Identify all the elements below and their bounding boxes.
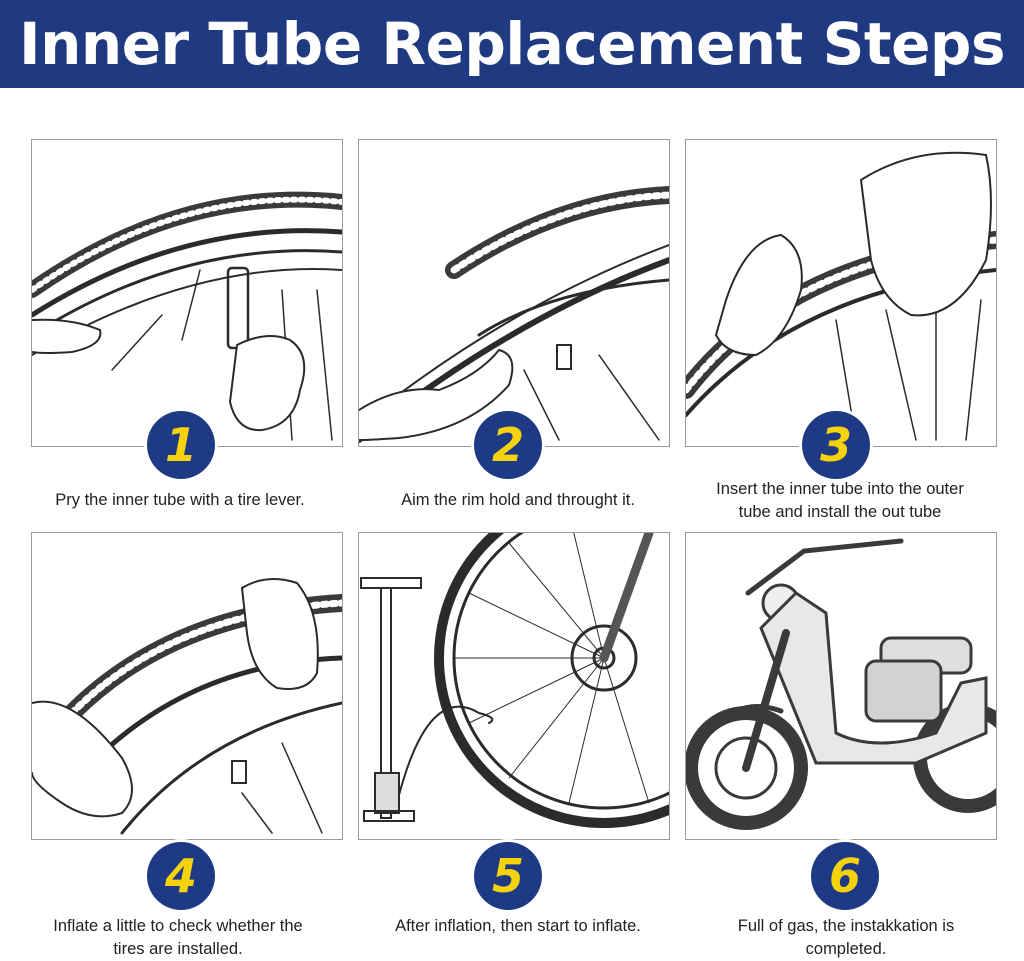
step-5-number: 5 <box>491 849 524 903</box>
step-3-badge: 3 <box>802 411 870 479</box>
step-2-caption-line-1: Aim the rim hold and throught it. <box>401 491 635 509</box>
step-5-illustration <box>358 532 670 840</box>
step-3-number: 3 <box>819 418 852 472</box>
step-3-caption: Insert the inner tube into the outer tub… <box>675 478 1005 524</box>
step-1-number: 1 <box>164 418 197 472</box>
tire-install-sketch <box>686 151 996 441</box>
step-3-illustration <box>685 139 997 447</box>
floor-pump-wheel-sketch <box>360 533 669 828</box>
step-6-illustration <box>685 532 997 840</box>
tire-lever-prying-sketch <box>32 191 342 441</box>
step-4-badge: 4 <box>147 842 215 910</box>
step-5-caption-line-1: After inflation, then start to inflate. <box>395 917 641 935</box>
tire-check-sketch <box>32 578 342 835</box>
step-3-caption-line-2: tube and install the out tube <box>738 503 942 521</box>
step-6-caption-line-1: Full of gas, the instakkation is <box>737 917 955 935</box>
step-3-caption-line-1: Insert the inner tube into the outer <box>716 480 964 498</box>
step-6-number: 6 <box>828 849 861 903</box>
title-banner: Inner Tube Replacement Steps <box>0 0 1024 88</box>
step-2-badge: 2 <box>474 411 542 479</box>
step-6-caption-line-2: completed. <box>805 940 887 958</box>
step-1-badge: 1 <box>147 411 215 479</box>
step-4-caption-line-1: Inflate a little to check whether the <box>53 917 303 935</box>
valve-through-rim-sketch <box>359 186 669 443</box>
step-1-caption-line-1: Pry the inner tube with a tire lever. <box>55 491 305 509</box>
step-4-illustration <box>31 532 343 840</box>
step-2-illustration <box>358 139 670 447</box>
electric-scooter-sketch <box>686 538 996 830</box>
step-1-caption: Pry the inner tube with a tire lever. <box>15 489 345 512</box>
step-5-caption: After inflation, then start to inflate. <box>353 915 683 938</box>
step-4-caption: Inflate a little to check whether the ti… <box>13 915 343 961</box>
step-2-caption: Aim the rim hold and throught it. <box>353 489 683 512</box>
step-6-badge: 6 <box>811 842 879 910</box>
page-title: Inner Tube Replacement Steps <box>19 10 1005 78</box>
step-2-number: 2 <box>491 418 524 472</box>
step-1-illustration <box>31 139 343 447</box>
step-4-number: 4 <box>164 849 197 903</box>
step-6-caption: Full of gas, the instakkation is complet… <box>681 915 1011 961</box>
step-5-badge: 5 <box>474 842 542 910</box>
step-4-caption-line-2: tires are installed. <box>113 940 243 958</box>
